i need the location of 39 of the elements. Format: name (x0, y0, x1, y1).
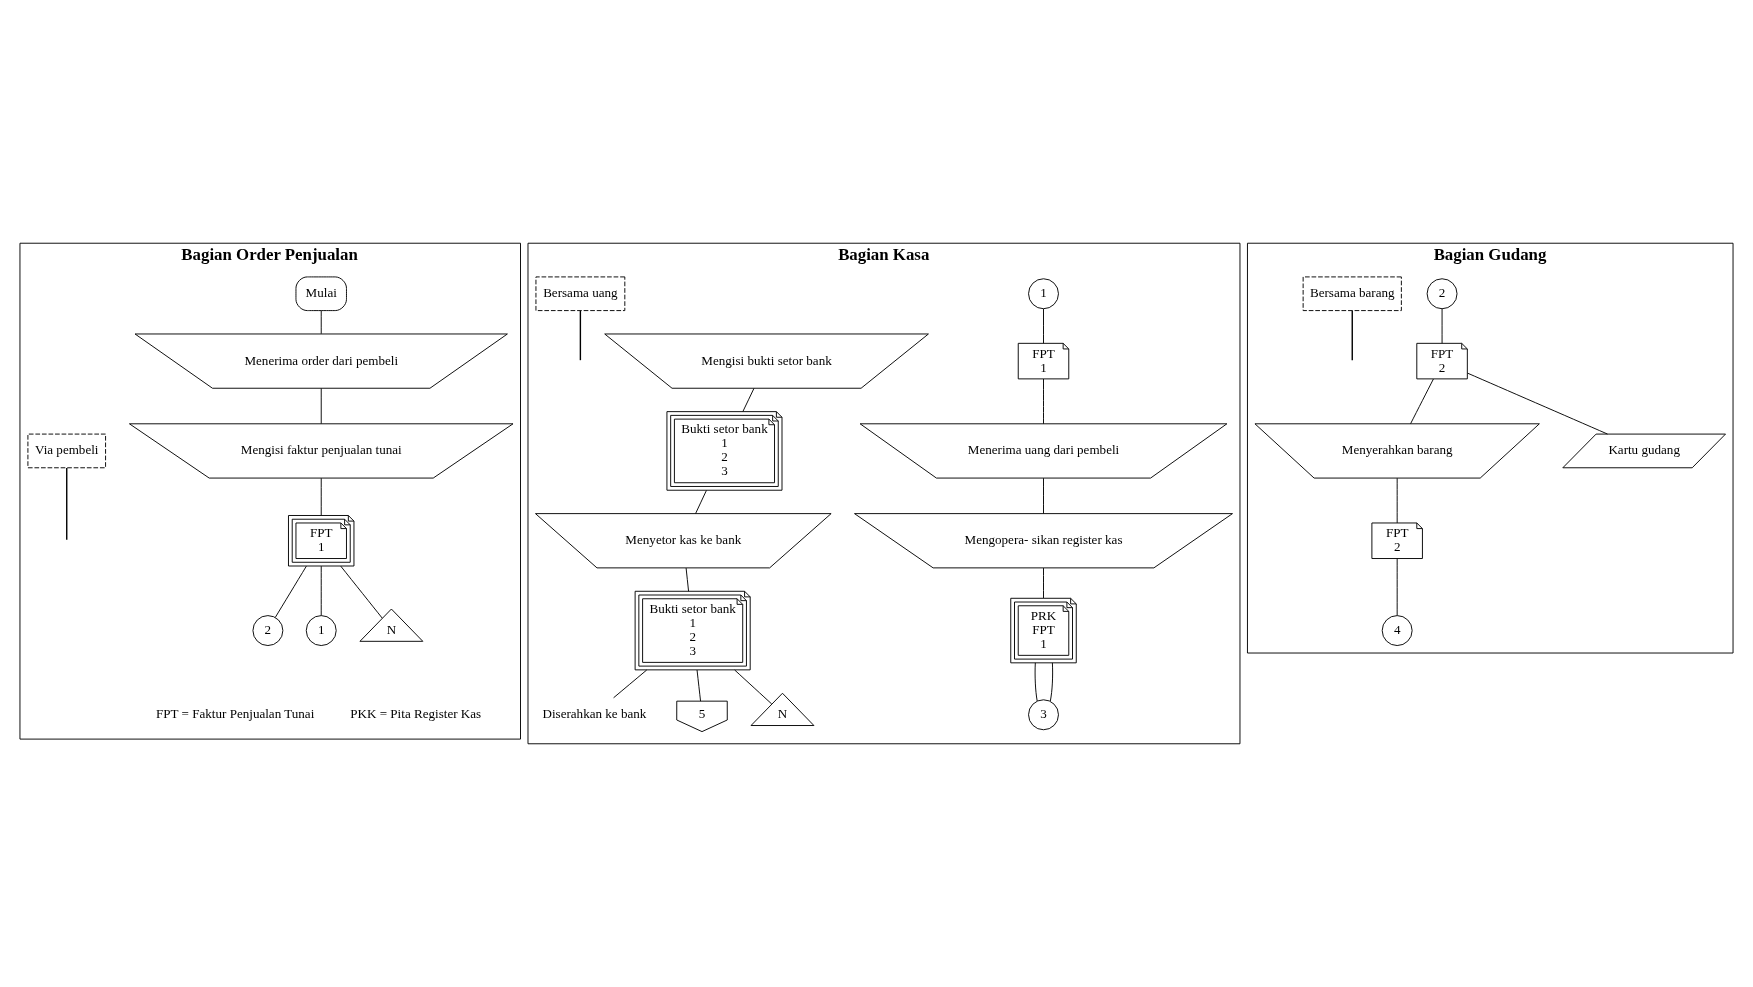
node-circle: 2 (1426, 278, 1458, 310)
label: FPT = Faktur Penjualan Tunai (156, 706, 315, 722)
label: PKK = Pita Register Kas (350, 706, 482, 722)
connector (685, 567, 690, 592)
connector (1351, 310, 1353, 361)
connector (695, 489, 707, 514)
node-circle: 1 (305, 615, 337, 646)
node-box: Bersama barang (1302, 276, 1402, 312)
node-box: Via pembeli (27, 433, 107, 469)
connector (1043, 378, 1044, 425)
connector (742, 387, 755, 413)
node-circle: 3 (1028, 699, 1059, 731)
connector (1043, 477, 1044, 514)
connector (320, 477, 322, 516)
node-circle: 2 (252, 615, 284, 646)
connector (1410, 378, 1434, 425)
connector (320, 310, 322, 335)
connector (320, 387, 322, 425)
node-box: Bersama uang (535, 276, 626, 312)
connector (1396, 477, 1398, 524)
connector (1467, 372, 1608, 435)
node-text: Diserahkan ke bank (542, 706, 647, 722)
connector (1034, 662, 1038, 702)
connector (1049, 662, 1054, 702)
node-circle: 1 (1028, 278, 1059, 310)
connector (1043, 308, 1044, 344)
connector (320, 565, 322, 616)
connector (1441, 308, 1443, 344)
connector (274, 565, 307, 618)
connector (1396, 558, 1398, 616)
connector (66, 467, 68, 541)
node-circle: 4 (1381, 615, 1413, 646)
connector (613, 669, 648, 699)
connector (734, 669, 773, 705)
connector (1043, 567, 1044, 599)
connector (696, 669, 702, 702)
connector (579, 310, 582, 361)
node-box: Mulai (295, 276, 347, 312)
connector (340, 565, 383, 619)
